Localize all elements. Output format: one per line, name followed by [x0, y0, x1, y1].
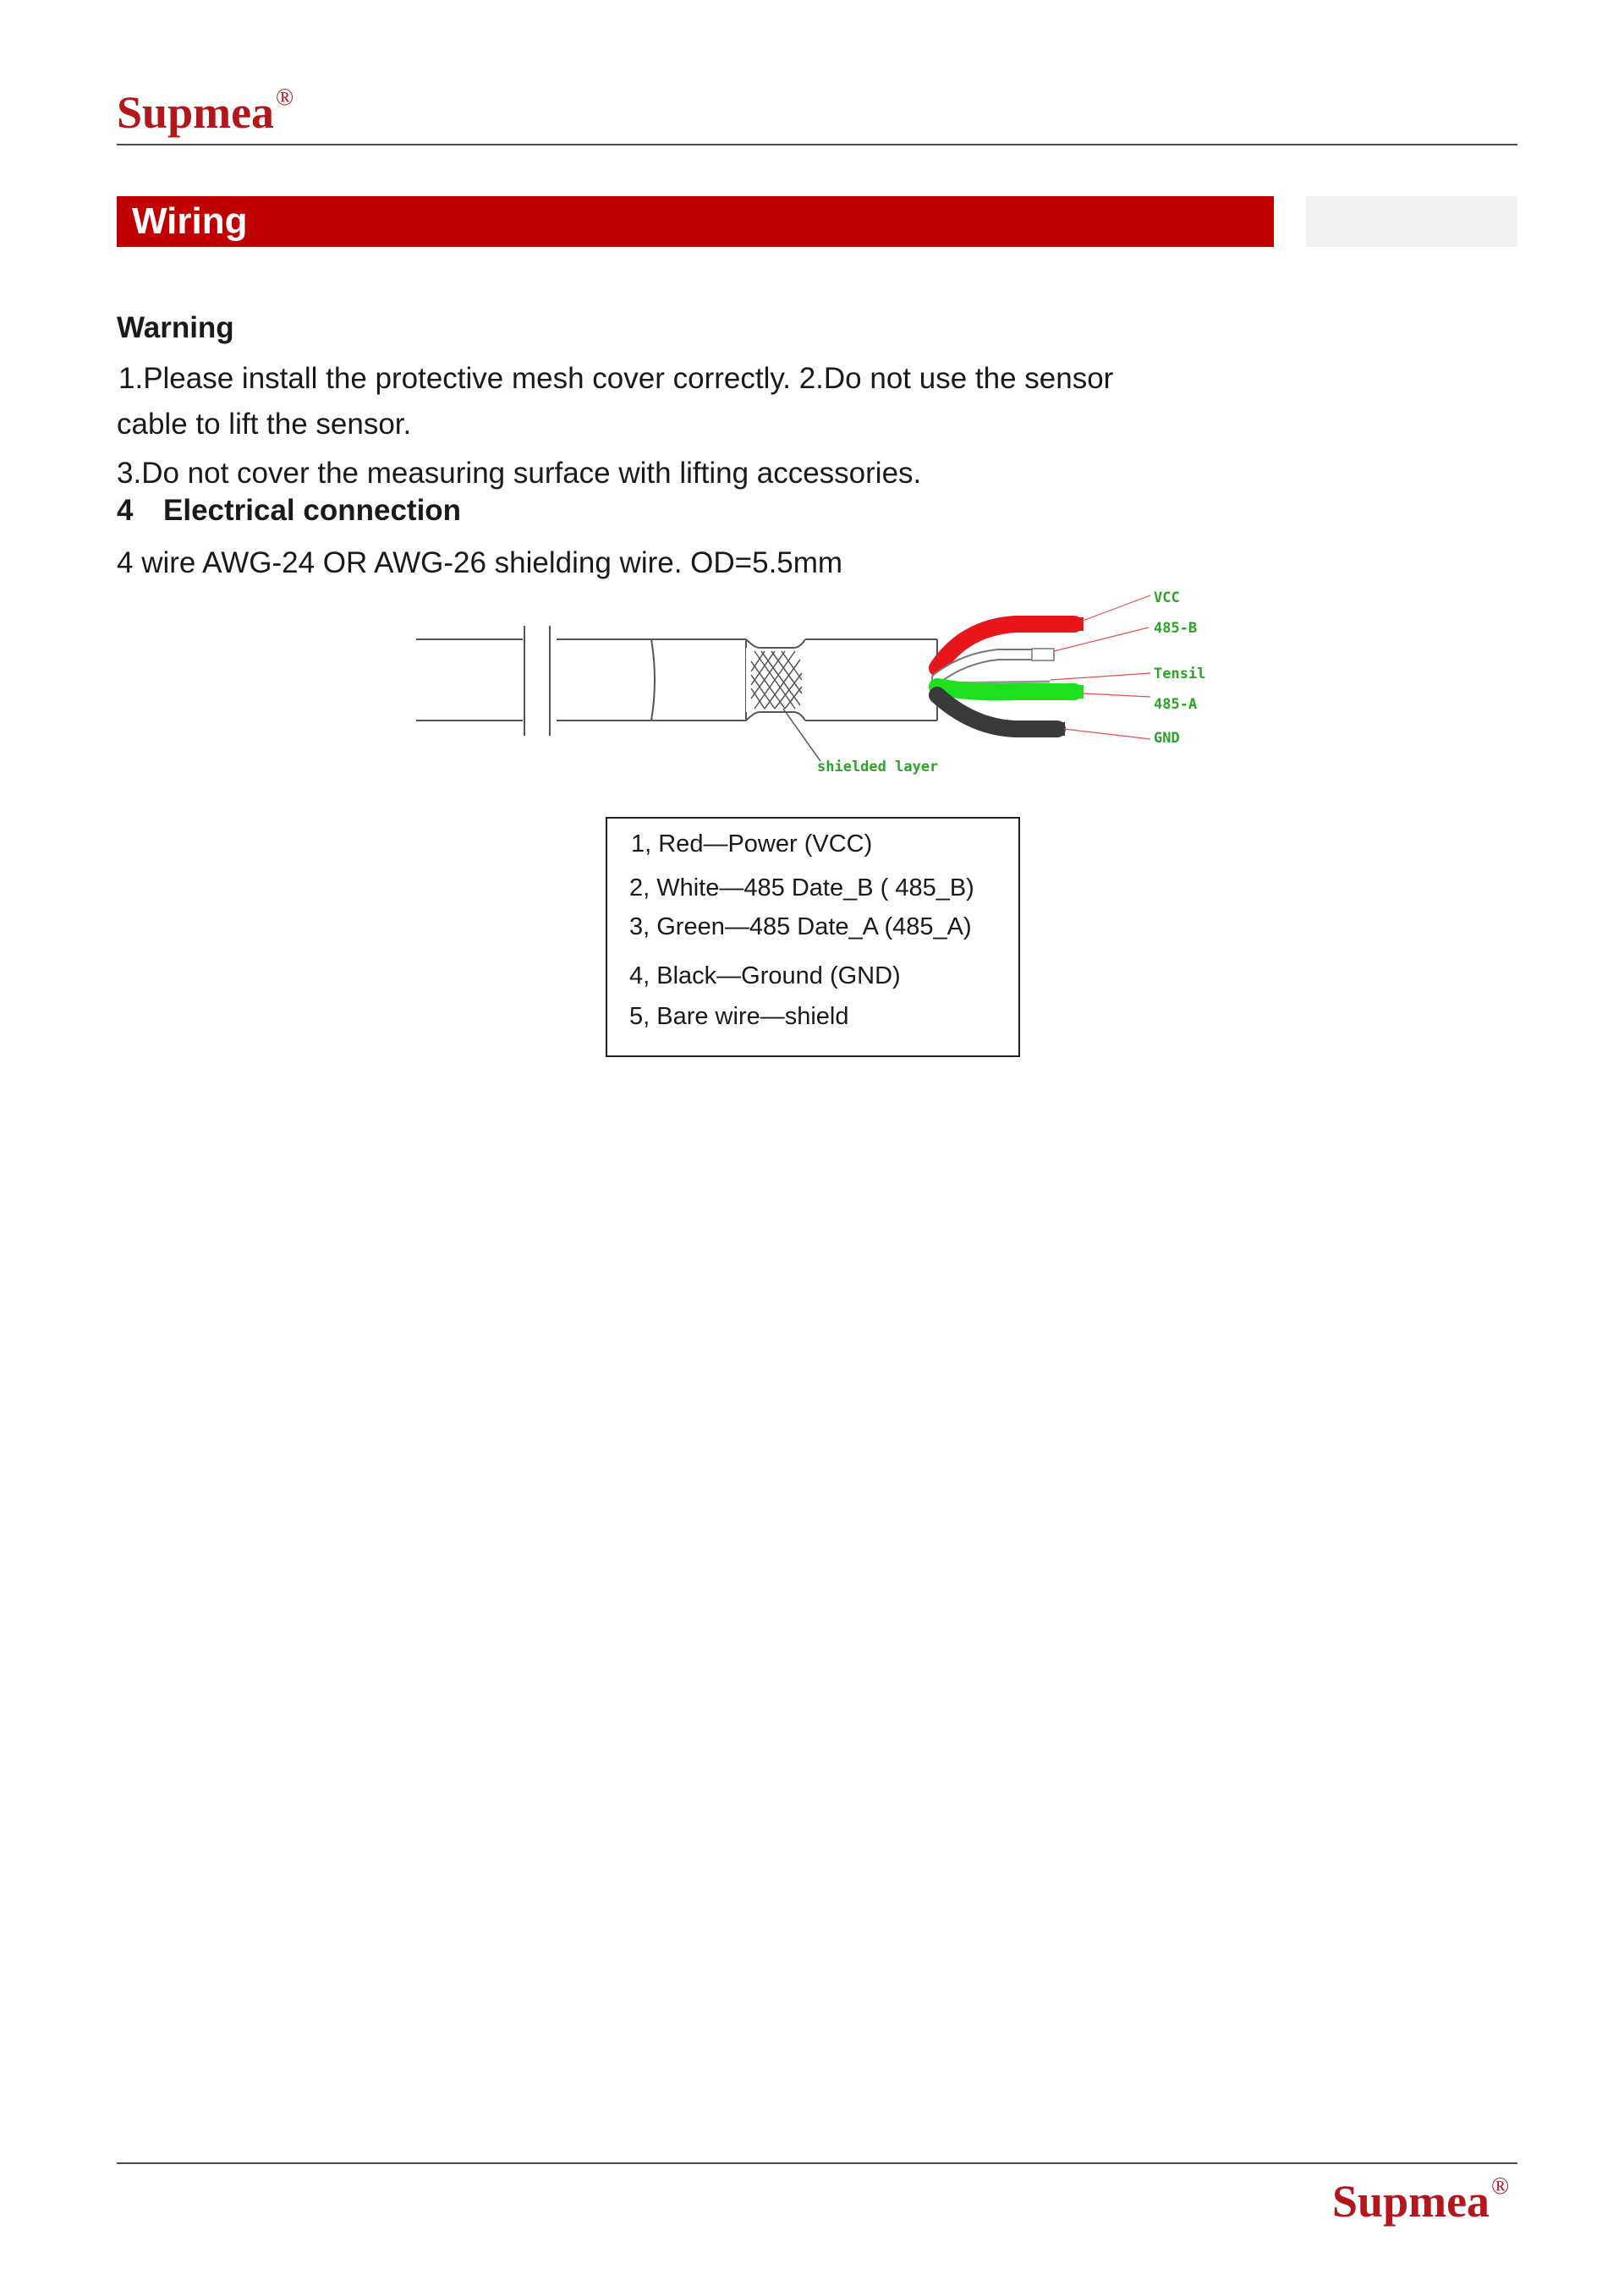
label-leaders — [1050, 595, 1151, 740]
cable-inner-jacket — [805, 638, 938, 721]
electrical-connection-number: 4 — [117, 494, 134, 527]
warning-line-1: 1.Please install the protective mesh cov… — [118, 362, 1114, 395]
white-terminal — [1031, 648, 1055, 661]
label-vcc: VCC — [1154, 589, 1180, 606]
header-divider — [117, 144, 1517, 145]
footer-logo: Supmea® — [1332, 2175, 1509, 2227]
label-shielded-layer: shielded layer — [817, 759, 938, 775]
label-gnd: GND — [1154, 730, 1180, 747]
green-wire — [929, 678, 1083, 701]
wires — [929, 616, 1084, 737]
warning-line-3: 3.Do not cover the measuring surface wit… — [117, 457, 922, 490]
section-header-side-panel — [1306, 196, 1517, 247]
label-tensil: Tensil — [1154, 666, 1205, 682]
wire-specification: 4 wire AWG-24 OR AWG-26 shielding wire. … — [117, 546, 843, 579]
green-terminal — [1062, 685, 1084, 699]
legend-item: 5, Bare wire—shield — [629, 1003, 849, 1030]
cable-jacket — [416, 626, 747, 736]
warning-title: Warning — [117, 311, 234, 344]
red-terminal — [1062, 617, 1084, 631]
legend-item: 2, White—485 Date_B ( 485_B) — [629, 874, 974, 901]
label-485-a: 485-A — [1154, 696, 1197, 713]
header-registered-mark: ® — [276, 85, 294, 111]
black-wire — [929, 687, 1066, 737]
wire-color-legend: 1, Red—Power (VCC) 2, White—485 Date_B (… — [606, 817, 1020, 1057]
legend-item: 3, Green—485 Date_A (485_A) — [629, 913, 972, 940]
section-header-bar: Wiring — [117, 196, 1274, 247]
footer-registered-mark: ® — [1491, 2173, 1510, 2200]
black-terminal — [1045, 722, 1065, 736]
warning-line-1-continued: cable to lift the sensor. — [117, 408, 412, 441]
legend-item: 4, Black—Ground (GND) — [629, 962, 901, 989]
label-485-b: 485-B — [1154, 620, 1197, 637]
legend-item: 1, Red—Power (VCC) — [631, 830, 873, 858]
header-logo: Supmea® — [117, 86, 294, 138]
header-logo-text: Supmea — [117, 87, 275, 138]
footer-divider — [117, 2162, 1517, 2164]
footer-logo-text: Supmea — [1332, 2176, 1490, 2227]
cable-wiring-diagram: VCC 485-B Tensil 485-A GND shielded laye… — [406, 584, 1235, 786]
section-title: Wiring — [132, 200, 248, 242]
electrical-connection-title: Electrical connection — [163, 494, 462, 527]
red-wire — [929, 616, 1083, 677]
shield-braid — [745, 638, 821, 762]
